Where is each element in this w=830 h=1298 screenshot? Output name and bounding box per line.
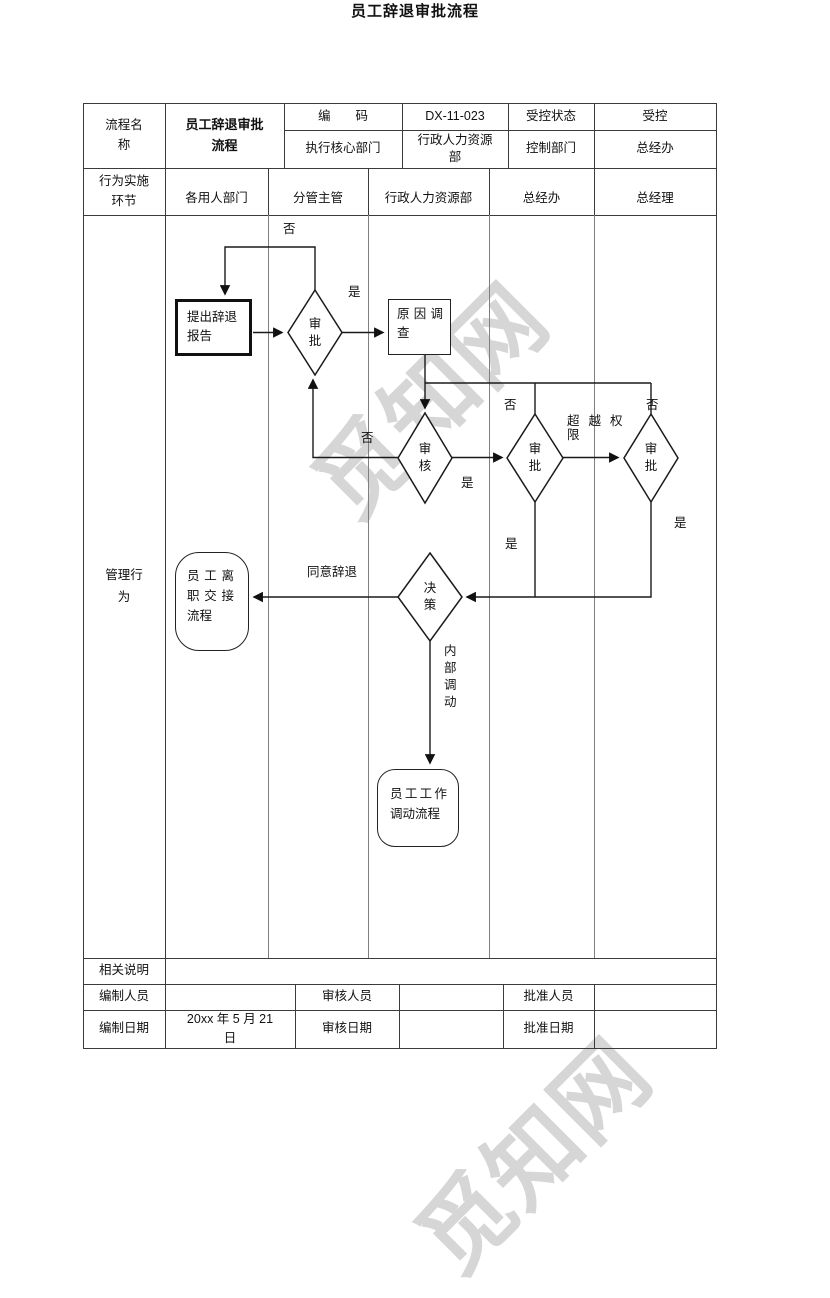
control-dept-value: 总经办 [636, 141, 674, 156]
grid-line [83, 215, 717, 217]
grid-line [402, 103, 404, 168]
prepared-date-value: 20xx 年 5 月 21 日 [186, 1012, 274, 1045]
node-decision-text: 决策 [423, 581, 437, 612]
lane-row-label: 行为实施环节 [98, 174, 149, 208]
label-no-top: 否 [283, 222, 296, 236]
grid-line [83, 958, 717, 960]
prepared-date-label: 编制日期 [98, 1021, 149, 1036]
node-report: 提出辞退报告 [175, 299, 252, 356]
lane-divider [594, 215, 596, 958]
control-dept-label: 控制部门 [525, 141, 576, 156]
code-label: 编 码 [317, 108, 368, 123]
prepared-by-label: 编制人员 [98, 989, 149, 1004]
node-approve1-text: 审批 [308, 317, 322, 348]
arrow-yes-to-decision [465, 502, 652, 603]
lane-title-supervisor: 分管主管 [292, 190, 343, 205]
grid-line [268, 168, 270, 215]
grid-line [594, 103, 596, 215]
grid-line [83, 168, 717, 170]
lane-divider [368, 215, 370, 958]
process-name-label: 流程名称 [105, 118, 143, 152]
grid-line [508, 103, 510, 168]
grid-line [284, 103, 286, 168]
label-internal-transfer: 内部调动 [444, 644, 457, 709]
document-page: { "page": { "title": "员工辞退审批流程" }, "head… [83, 3, 718, 1294]
arrow-approve1-no-loop [219, 246, 316, 296]
label-yes-top: 是 [348, 285, 361, 299]
body-row-label: 管理行为 [105, 568, 143, 604]
grid-line [295, 984, 297, 1048]
grid-line [489, 168, 491, 215]
grid-line [83, 1048, 717, 1050]
label-yes-gm: 是 [674, 516, 687, 530]
grid-line [368, 168, 370, 215]
diamond-review [397, 411, 453, 505]
approved-date-label: 批准日期 [523, 1021, 574, 1036]
label-yes-gm-office: 是 [505, 537, 518, 551]
core-dept-value: 行政人力资源部 [417, 132, 493, 165]
reviewed-date-label: 审核日期 [321, 1021, 372, 1036]
grid-line [165, 103, 167, 1048]
lane-title-using-dept: 各用人部门 [185, 190, 248, 205]
lane-title-gm-office: 总经办 [522, 190, 561, 205]
grid-line [503, 984, 505, 1048]
grid-line [594, 984, 596, 1048]
reviewed-by-label: 审核人员 [321, 989, 372, 1004]
flowchart-canvas [219, 246, 679, 765]
approved-by-label: 批准人员 [523, 989, 574, 1004]
label-agree-dismiss: 同意辞退 [307, 565, 358, 579]
label-no-gm-office: 否 [504, 398, 517, 412]
core-dept-label: 执行核心部门 [305, 141, 381, 156]
page-title: 员工辞退审批流程 [350, 3, 479, 20]
node-handover: 员工离职交接流程 [175, 552, 249, 651]
diamond-approve2 [506, 412, 564, 504]
label-no-gm: 否 [646, 398, 659, 412]
code-value: DX-11-023 [425, 108, 485, 123]
node-approve2-text: 审批 [528, 442, 542, 473]
node-investigate: 原因调查 [388, 299, 451, 355]
lane-divider [489, 215, 491, 958]
lane-title-gm: 总经理 [636, 190, 674, 205]
label-exceed-authority: 超越权限 [567, 414, 632, 442]
lane-divider [268, 215, 270, 958]
process-name-value: 员工辞退审批流程 [185, 116, 264, 153]
diamond-decision [397, 551, 463, 643]
grid-line [284, 130, 717, 132]
notes-label: 相关说明 [98, 963, 149, 978]
lane-title-hr: 行政人力资源部 [384, 190, 473, 205]
diamond-approve1 [287, 288, 343, 377]
diamond-approve3 [623, 412, 679, 504]
node-approve3-text: 审批 [644, 442, 658, 473]
grid-line [716, 103, 718, 1048]
grid-line [399, 984, 401, 1048]
node-review-text: 审核 [418, 442, 432, 473]
arrow-review-no-to-approve1 [307, 378, 398, 459]
grid-line [83, 103, 717, 105]
controlled-status-label: 受控状态 [525, 108, 576, 123]
label-yes-review: 是 [461, 476, 474, 490]
label-no-review: 否 [361, 431, 374, 445]
controlled-status-value: 受控 [642, 108, 668, 123]
grid-line [83, 103, 85, 1048]
node-transfer: 员工工作调动流程 [377, 769, 459, 847]
